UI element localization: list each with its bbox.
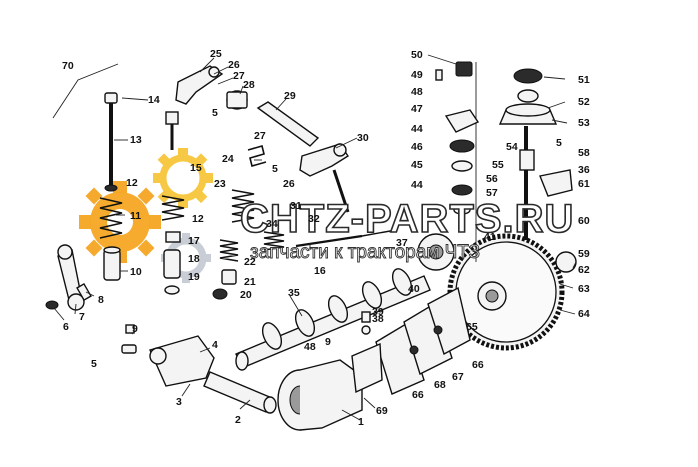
part-label-23: 23 — [214, 178, 226, 190]
part-label-5: 5 — [556, 137, 562, 149]
part-label-69: 69 — [376, 405, 388, 417]
part-label-40: 40 — [408, 283, 420, 295]
part-label-35: 35 — [288, 287, 300, 299]
watermark-subtitle: запчасти к тракторам ЧТЗ — [250, 242, 480, 263]
part-label-18: 18 — [188, 253, 200, 265]
part-label-24: 24 — [222, 153, 234, 165]
part-label-57: 57 — [486, 187, 498, 199]
callout-lines — [53, 54, 577, 421]
part-label-52: 52 — [578, 96, 590, 108]
part-label-11: 11 — [130, 210, 141, 222]
part-label-60: 60 — [578, 215, 590, 227]
crank-2 — [149, 335, 277, 414]
part-label-26: 26 — [228, 59, 240, 71]
part-label-31: 31 — [290, 200, 302, 212]
part-label-22: 22 — [244, 256, 256, 268]
part-label-36: 36 — [578, 164, 590, 176]
part-label-64: 64 — [578, 308, 590, 320]
part-label-17: 17 — [188, 235, 200, 247]
part-label-56: 56 — [486, 173, 498, 185]
rocker-shaft-29 — [256, 101, 320, 147]
part-label-46: 46 — [411, 141, 423, 153]
part-label-48: 48 — [411, 86, 423, 98]
part-label-62: 62 — [578, 264, 590, 276]
housing-1 — [277, 359, 363, 431]
part-label-16: 16 — [314, 265, 326, 277]
part-label-58: 58 — [578, 147, 590, 159]
part-label-15: 15 — [190, 162, 202, 174]
part-label-3: 3 — [176, 396, 182, 408]
part-label-32: 32 — [308, 213, 320, 225]
part-label-67: 67 — [452, 371, 464, 383]
watermark-title: CHTZ-PARTS.RU — [240, 197, 574, 241]
part-label-7: 7 — [79, 311, 85, 323]
part-label-26: 26 — [283, 178, 295, 190]
part-label-55: 55 — [492, 159, 504, 171]
part-label-51: 51 — [578, 74, 590, 86]
part-label-47: 47 — [411, 103, 423, 115]
rocker-25 — [175, 65, 248, 110]
rocker-30 — [299, 143, 350, 213]
part-label-63: 63 — [578, 283, 590, 295]
part-label-2: 2 — [235, 414, 241, 426]
part-label-44: 44 — [411, 123, 423, 135]
part-label-37: 37 — [396, 237, 408, 249]
column-50 — [435, 61, 480, 262]
part-label-39: 39 — [372, 306, 384, 318]
part-label-68: 68 — [434, 379, 446, 391]
part-label-29: 29 — [284, 90, 296, 102]
gear-64 — [447, 233, 565, 351]
part-label-70: 70 — [62, 60, 74, 72]
part-label-1: 1 — [358, 416, 364, 428]
part-label-53: 53 — [578, 117, 590, 129]
part-label-9: 9 — [132, 323, 138, 335]
part-label-48: 48 — [304, 341, 316, 353]
part-label-59: 59 — [578, 248, 590, 260]
part-label-19: 19 — [188, 271, 200, 283]
part-label-45: 45 — [411, 159, 423, 171]
column-51 — [498, 68, 577, 273]
part-label-25: 25 — [210, 48, 222, 60]
part-label-34: 34 — [266, 218, 278, 230]
part-label-5: 5 — [91, 358, 97, 370]
part-label-21: 21 — [244, 276, 256, 288]
part-labels: 70 25 26 27 28 5 14 13 29 27 24 5 26 30 … — [62, 48, 590, 428]
part-label-30: 30 — [357, 132, 369, 144]
part-label-66: 66 — [412, 389, 424, 401]
part-label-61: 61 — [578, 178, 590, 190]
part-label-27: 27 — [254, 130, 266, 142]
part-label-50: 50 — [411, 49, 423, 61]
part-label-66: 66 — [472, 359, 484, 371]
watermark-gear-yellow — [153, 148, 213, 208]
part-label-54: 54 — [506, 141, 518, 153]
part-label-12: 12 — [126, 177, 138, 189]
part-label-5: 5 — [212, 107, 218, 119]
pushrod-13 — [104, 92, 118, 192]
part-label-4: 4 — [212, 339, 218, 351]
part-label-13: 13 — [130, 134, 142, 146]
part-label-65: 65 — [466, 321, 478, 333]
part-label-41: 41 — [484, 231, 496, 243]
rod-7 — [57, 244, 85, 311]
part-label-5: 5 — [272, 163, 278, 175]
camshaft-35 — [235, 268, 431, 371]
part-label-20: 20 — [240, 289, 252, 301]
part-label-49: 49 — [411, 69, 423, 81]
part-label-14: 14 — [148, 94, 160, 106]
part-label-12: 12 — [192, 213, 204, 225]
part-label-28: 28 — [243, 79, 255, 91]
part-label-27: 27 — [233, 70, 245, 82]
part-label-8: 8 — [98, 294, 104, 306]
part-label-10: 10 — [130, 266, 142, 278]
part-label-6: 6 — [63, 321, 69, 333]
part-label-9: 9 — [325, 336, 331, 348]
sleeve-10 — [103, 246, 121, 281]
parts-drawing — [45, 61, 577, 431]
part-label-38: 38 — [372, 313, 384, 325]
part-label-44: 44 — [411, 179, 423, 191]
